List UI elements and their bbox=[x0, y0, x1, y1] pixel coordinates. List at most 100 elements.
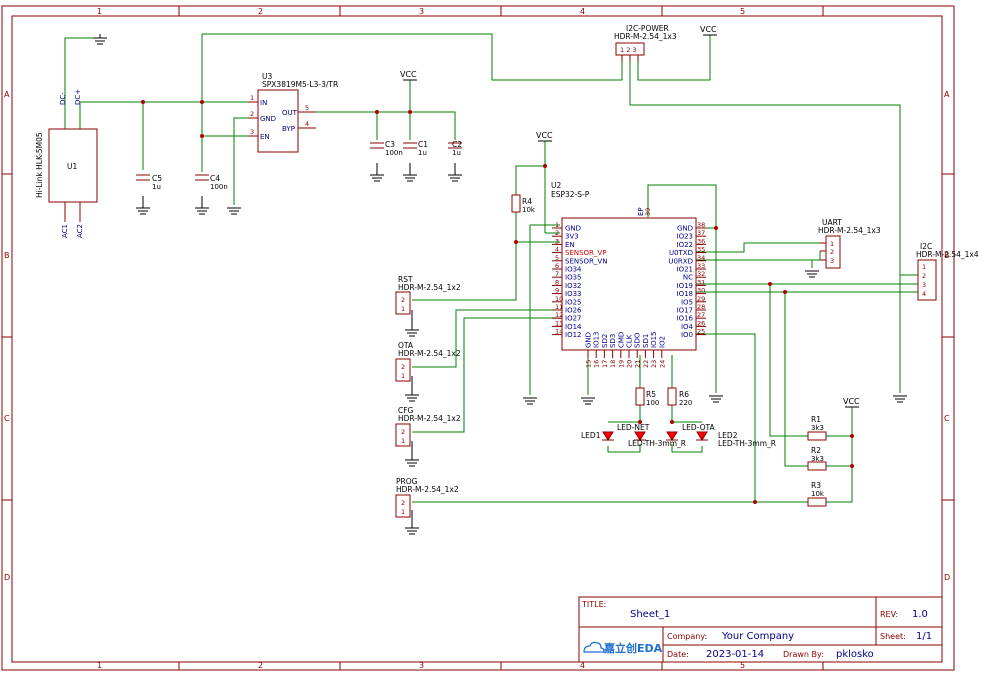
sheet-frame: 1 2 3 4 5 1 2 3 4 5 A B C D A B C D bbox=[1, 5, 955, 671]
r6-resistor[interactable]: R6 220 bbox=[667, 387, 692, 407]
u1-pin-ac1: AC1 bbox=[61, 224, 69, 238]
u2-pin-label-io2: IO2 bbox=[658, 336, 666, 348]
r3-value: 10k bbox=[811, 490, 825, 498]
u3-pin-gnd: GND bbox=[260, 115, 276, 123]
rst-header[interactable]: RST HDR-M-2.54_1x2 2 1 bbox=[395, 275, 461, 315]
u2-pin-label-io16: IO16 bbox=[677, 315, 694, 323]
zone-right-b: B bbox=[944, 251, 950, 260]
zone-top-5: 5 bbox=[740, 7, 745, 16]
u2-pin-ep: EP bbox=[637, 207, 645, 216]
u2-pin-number: 20 bbox=[626, 360, 634, 368]
u2-pin-number: 11 bbox=[555, 303, 563, 311]
sheet-number: 1/1 bbox=[916, 631, 932, 642]
ota-pin-2: 2 bbox=[401, 363, 405, 371]
u2-pin-number: 9 bbox=[555, 287, 559, 295]
u2-pin-number: 22 bbox=[642, 360, 650, 368]
u2-pin-label-gnd: GND bbox=[677, 225, 693, 233]
u2-pin-number: 4 bbox=[555, 246, 559, 254]
prog-header[interactable]: PROG HDR-M-2.54_1x2 2 1 bbox=[395, 477, 459, 518]
r1-ref: R1 bbox=[811, 415, 821, 424]
u2-pin-label-io32: IO32 bbox=[565, 282, 581, 290]
r4-resistor[interactable]: R4 10k bbox=[511, 194, 536, 214]
u2-pin-label-sensor_vn: SENSOR_VN bbox=[565, 257, 607, 265]
i2c-pin-3: 3 bbox=[922, 281, 926, 289]
u2-pin-label-io33: IO33 bbox=[565, 290, 581, 298]
zone-top-3: 3 bbox=[419, 7, 424, 16]
i2c-power-header[interactable]: I2C-POWER HDR-M-2.54_1x3 1 2 3 bbox=[614, 24, 677, 62]
gnd-icon bbox=[403, 163, 417, 182]
r5-ref: R5 bbox=[646, 390, 656, 399]
prog-ref: PROG bbox=[396, 477, 418, 486]
drawn-by-label: Drawn By: bbox=[783, 650, 824, 659]
led2-ref: LED2 bbox=[718, 431, 738, 440]
zone-top-1: 1 bbox=[97, 7, 102, 16]
prog-pin-2: 2 bbox=[401, 499, 405, 507]
u2-pin-label-io22: IO22 bbox=[677, 241, 693, 249]
c5-value: 1u bbox=[152, 183, 161, 191]
u2-pin-label-gnd: GND bbox=[565, 225, 581, 233]
c3-value: 100n bbox=[385, 149, 403, 157]
u3-regulator[interactable]: U3 SPX3819M5-L3-3/TR IN GND EN OUT BYP 1… bbox=[248, 72, 338, 153]
i2c-header[interactable]: I2C HDR-M-2.54_1x4 1 2 3 4 bbox=[916, 242, 979, 301]
date-value: 2023-01-14 bbox=[706, 649, 764, 660]
gnd-icon bbox=[523, 397, 537, 405]
u2-pin-number: 15 bbox=[585, 360, 593, 368]
c1-capacitor[interactable]: C1 1u bbox=[403, 140, 428, 157]
u2-pin-label-sd2: SD2 bbox=[601, 334, 609, 348]
i2c-power-pins: 1 2 3 bbox=[620, 46, 637, 54]
led2[interactable]: LED-OTA LED2 LED-TH-3mm_R bbox=[666, 423, 776, 448]
r3-resistor[interactable]: R3 10k bbox=[807, 481, 827, 507]
u2-pin-label-en: EN bbox=[565, 241, 575, 249]
c4-capacitor[interactable]: C4 100n bbox=[195, 174, 228, 191]
c2-capacitor[interactable]: C2 1u bbox=[448, 140, 462, 157]
r5-resistor[interactable]: R5 100 bbox=[635, 387, 659, 407]
c3-capacitor[interactable]: C3 100n bbox=[370, 140, 403, 157]
i2c-pin-4: 4 bbox=[922, 290, 926, 298]
gnd-icon bbox=[805, 270, 819, 278]
u1-ref: U1 bbox=[67, 162, 77, 171]
u2-pin-number: 7 bbox=[555, 270, 559, 278]
u2-esp32-module[interactable]: U2 ESP32-S-P EP 39 GND13V32EN3SENSOR_VP4… bbox=[551, 181, 706, 368]
r5-value: 100 bbox=[646, 399, 659, 407]
u2-pin-number: 38 bbox=[697, 221, 705, 229]
zone-right-c: C bbox=[944, 414, 950, 423]
c5-capacitor[interactable]: C5 1u bbox=[136, 174, 162, 191]
uart-value: HDR-M-2.54_1x3 bbox=[818, 226, 881, 235]
i2c-value: HDR-M-2.54_1x4 bbox=[916, 250, 979, 259]
cfg-pin-2: 2 bbox=[401, 428, 405, 436]
i2c-power-value: HDR-M-2.54_1x3 bbox=[614, 32, 677, 41]
u2-bottom-pins: GND15IO1316SD217SD318CMD19CLK20SDO21SD12… bbox=[585, 332, 667, 368]
ota-header[interactable]: OTA HDR-M-2.54_1x2 2 1 bbox=[395, 341, 461, 382]
r1-resistor[interactable]: R1 3k3 bbox=[807, 415, 827, 441]
r4-value: 10k bbox=[522, 206, 536, 214]
u2-pin-number: 35 bbox=[697, 246, 705, 254]
i2c-ref: I2C bbox=[920, 242, 932, 251]
cfg-header[interactable]: CFG HDR-M-2.54_1x2 2 1 bbox=[395, 406, 461, 447]
u2-pin-number: 8 bbox=[555, 278, 559, 286]
u3-num-gnd: 2 bbox=[250, 110, 254, 118]
u2-pin-label-io18: IO18 bbox=[677, 290, 693, 298]
u1-power-module[interactable]: U1 DC- DC+ AC1 AC2 Hi-Link HLK-5M05 bbox=[35, 89, 98, 238]
u2-pin-number: 16 bbox=[593, 360, 601, 368]
sheet-title: Sheet_1 bbox=[630, 609, 670, 620]
c3-ref: C3 bbox=[385, 140, 395, 149]
u3-value: SPX3819M5-L3-3/TR bbox=[262, 80, 338, 89]
u2-pin-number: 36 bbox=[697, 237, 705, 245]
title-label: TITLE: bbox=[581, 600, 606, 609]
u2-pin-number: 31 bbox=[697, 278, 705, 286]
u2-pin-number: 2 bbox=[555, 229, 559, 237]
u2-pin-label-io25: IO25 bbox=[565, 298, 581, 306]
gnd-icon bbox=[709, 395, 723, 403]
junctions bbox=[141, 100, 854, 504]
r2-resistor[interactable]: R2 3k3 bbox=[807, 446, 827, 471]
gnd-icon bbox=[893, 395, 907, 403]
r2-value: 3k3 bbox=[811, 455, 824, 463]
led1-net: LED-NET bbox=[617, 423, 650, 432]
u2-ref: U2 bbox=[551, 181, 561, 190]
uart-header[interactable]: UART HDR-M-2.54_1x3 1 2 3 bbox=[818, 218, 881, 269]
led1[interactable]: LED1 LED-NET LED-TH-3mm_R bbox=[581, 423, 686, 448]
u2-pin-number: 28 bbox=[697, 303, 705, 311]
u2-pin-number: 30 bbox=[697, 287, 705, 295]
